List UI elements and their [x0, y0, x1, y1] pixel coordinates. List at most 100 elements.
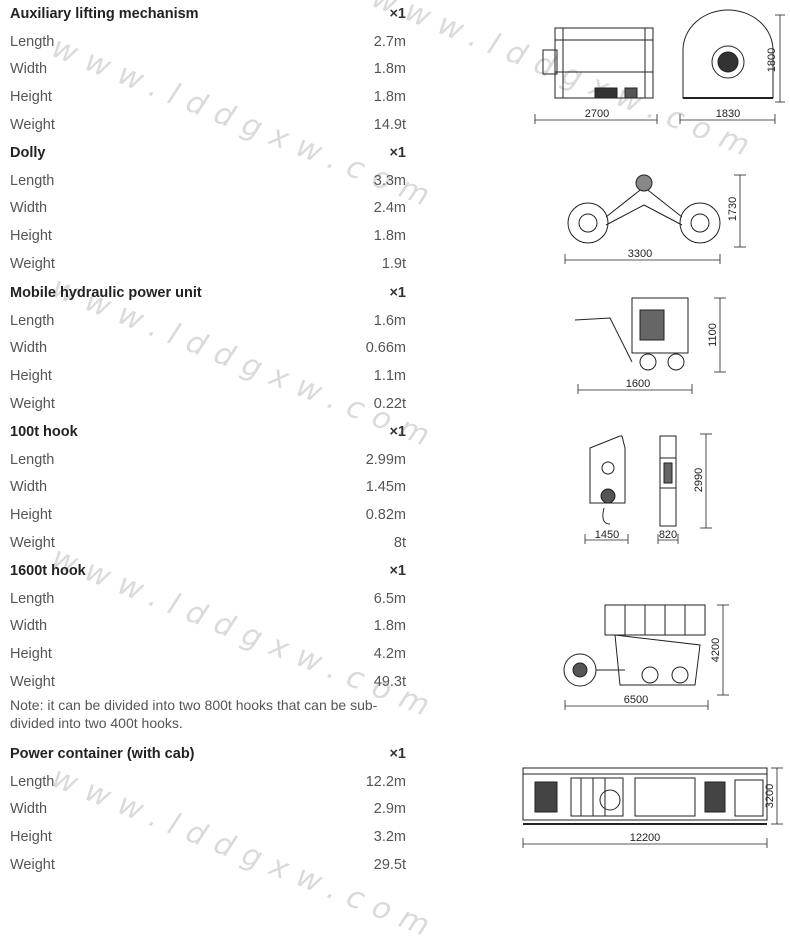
spec-label: Length — [10, 172, 55, 189]
drawing-1600t-hook: 6500 4200 — [563, 604, 729, 710]
dimension-label: 1830 — [716, 108, 740, 120]
spec-label: Width — [10, 618, 48, 635]
spec-row: Length 3.3m — [10, 167, 406, 195]
spec-label: Width — [10, 340, 48, 357]
spec-label: Width — [10, 479, 48, 496]
spec-value: 6.5m — [373, 590, 406, 607]
spec-auxiliary-lifting-mechanism: Auxiliary lifting mechanism×1 Length 2.7m… — [10, 0, 406, 139]
spec-value: 2.7m — [373, 33, 406, 50]
spec-value: 4.2m — [373, 646, 406, 663]
spec-label: Width — [10, 200, 48, 217]
spec-row: Width 1.8m — [10, 56, 406, 84]
dimension-label: 4200 — [710, 638, 722, 662]
spec-mobile-hydraulic-power-unit: Mobile hydraulic power unit ×1 Length 1.6m… — [10, 279, 406, 418]
spec-row: Height 1.1m — [10, 362, 406, 390]
dimension-label: 3300 — [628, 248, 652, 260]
spec-row: Weight 14.9t — [10, 111, 406, 139]
spec-row: Width 1.8m — [10, 613, 406, 641]
spec-row: Weight 0.22t — [10, 390, 406, 418]
section-title: Mobile hydraulic power unit — [10, 284, 202, 301]
spec-label: Width — [10, 801, 48, 818]
dimension-label: 1450 — [595, 529, 619, 541]
spec-label: Weight — [10, 857, 55, 874]
section-title: Dolly — [10, 144, 46, 161]
spec-value: 1.1m — [373, 368, 406, 385]
section-header: Dolly ×1 — [10, 139, 406, 167]
section-qty: ×1 — [389, 144, 406, 161]
dimension-label: 820 — [659, 529, 677, 541]
spec-value: 1.8m — [373, 618, 406, 635]
section-title: 1600t hook — [10, 562, 86, 579]
spec-row: Weight 49.3t — [10, 668, 406, 696]
spec-row: Weight 1.9t — [10, 250, 406, 278]
section-header: Mobile hydraulic power unit ×1 — [10, 279, 406, 307]
spec-label: Height — [10, 646, 52, 663]
drawing-auxiliary-lifting-mechanism: 2700 1830 1800 — [534, 9, 785, 124]
drawing-mobile-hydraulic-power-unit: 1600 1100 — [574, 297, 726, 394]
section-qty: ×1 — [389, 562, 406, 579]
spec-value: 49.3t — [373, 674, 406, 691]
spec-label: Weight — [10, 396, 55, 413]
spec-label: Height — [10, 507, 52, 524]
spec-label: Weight — [10, 674, 55, 691]
spec-label: Length — [10, 451, 55, 468]
dimension-label: 6500 — [624, 694, 648, 706]
dimension-label: 3200 — [764, 784, 776, 808]
spec-label: Length — [10, 590, 55, 607]
section-header: 1600t hook ×1 — [10, 557, 406, 585]
spec-row: Height 1.8m — [10, 83, 406, 111]
spec-label: Weight — [10, 535, 55, 552]
spec-value: 2.4m — [373, 200, 406, 217]
section-qty: ×1 — [389, 5, 406, 22]
spec-label: Weight — [10, 256, 55, 273]
spec-value: 1.45m — [365, 479, 406, 496]
spec-value: 8t — [393, 535, 406, 552]
section-title: 100t hook — [10, 423, 78, 440]
spec-value: 1.8m — [373, 89, 406, 106]
dimension-label: 2700 — [585, 108, 609, 120]
section-header: Power container (with cab)×1 — [10, 740, 406, 768]
spec-value: 1.9t — [381, 256, 406, 273]
spec-label: Length — [10, 33, 55, 50]
dimension-label: 1730 — [727, 197, 739, 221]
spec-value: 1.6m — [373, 312, 406, 329]
spec-label: Weight — [10, 117, 55, 134]
spec-row: Length 1.6m — [10, 307, 406, 335]
spec-value: 0.22t — [373, 396, 406, 413]
spec-row: Length 6.5m — [10, 585, 406, 613]
section-header: 100t hook×1 — [10, 418, 406, 446]
drawing-power-container: 12200 3200 — [522, 767, 783, 848]
spec-row: Weight 8t — [10, 529, 406, 557]
spec-value: 1.8m — [373, 228, 406, 245]
section-note: Note: it can be divided into two 800t ho… — [10, 696, 378, 731]
spec-row: Width 2.4m — [10, 195, 406, 223]
spec-label: Width — [10, 61, 48, 78]
spec-value: 12.2m — [365, 773, 406, 790]
dimension-label: 12200 — [630, 832, 661, 844]
spec-1600t-hook: 1600t hook ×1 Length 6.5m Width 1.8m Height… — [10, 557, 406, 732]
section-qty: ×1 — [389, 745, 406, 762]
spec-value: 3.2m — [373, 829, 406, 846]
spec-label: Length — [10, 312, 55, 329]
spec-row: Width 1.45m — [10, 474, 406, 502]
section-qty: ×1 — [389, 284, 406, 301]
spec-label: Height — [10, 368, 52, 385]
spec-value: 3.3m — [373, 172, 406, 189]
spec-label: Height — [10, 89, 52, 106]
section-header: Auxiliary lifting mechanism×1 — [10, 0, 406, 28]
spec-value: 1.8m — [373, 61, 406, 78]
dimension-label: 2990 — [693, 468, 705, 492]
spec-row: Height 4.2m — [10, 640, 406, 668]
spec-value: 14.9t — [373, 117, 406, 134]
dimension-label: 1800 — [766, 48, 778, 72]
